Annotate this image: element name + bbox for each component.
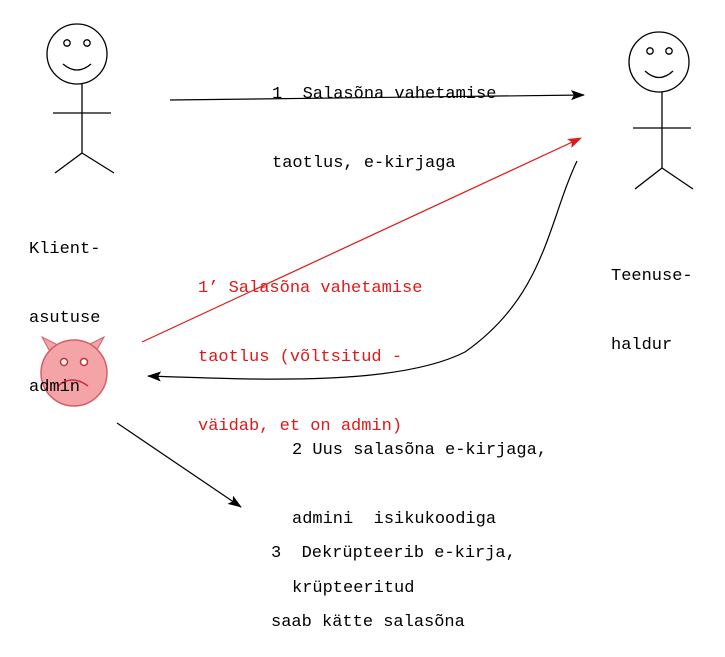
client-admin-icon: [46, 23, 115, 174]
message-1-label: 1 Salasõna vahetamise taotlus, e-kirjaga: [272, 85, 497, 173]
diagram-canvas: [40, 23, 694, 508]
message-1-forged-label: 1’ Salasõna vahetamise taotlus (võltsitu…: [198, 279, 423, 436]
message-3-label: 3 Dekrüpteerib e-kirja, saab kätte salas…: [271, 544, 516, 632]
arrow-decrypt: [116, 422, 242, 508]
service-admin-icon: [628, 31, 694, 190]
client-admin-label: Klient- asutuse admin: [29, 240, 101, 397]
arrow-request: [169, 90, 585, 101]
arrow-forged-request: [141, 137, 582, 343]
arrow-new-password: [147, 160, 578, 382]
service-admin-label: Teenuse- haldur: [611, 267, 693, 355]
attacker-devil-icon: [40, 335, 108, 407]
